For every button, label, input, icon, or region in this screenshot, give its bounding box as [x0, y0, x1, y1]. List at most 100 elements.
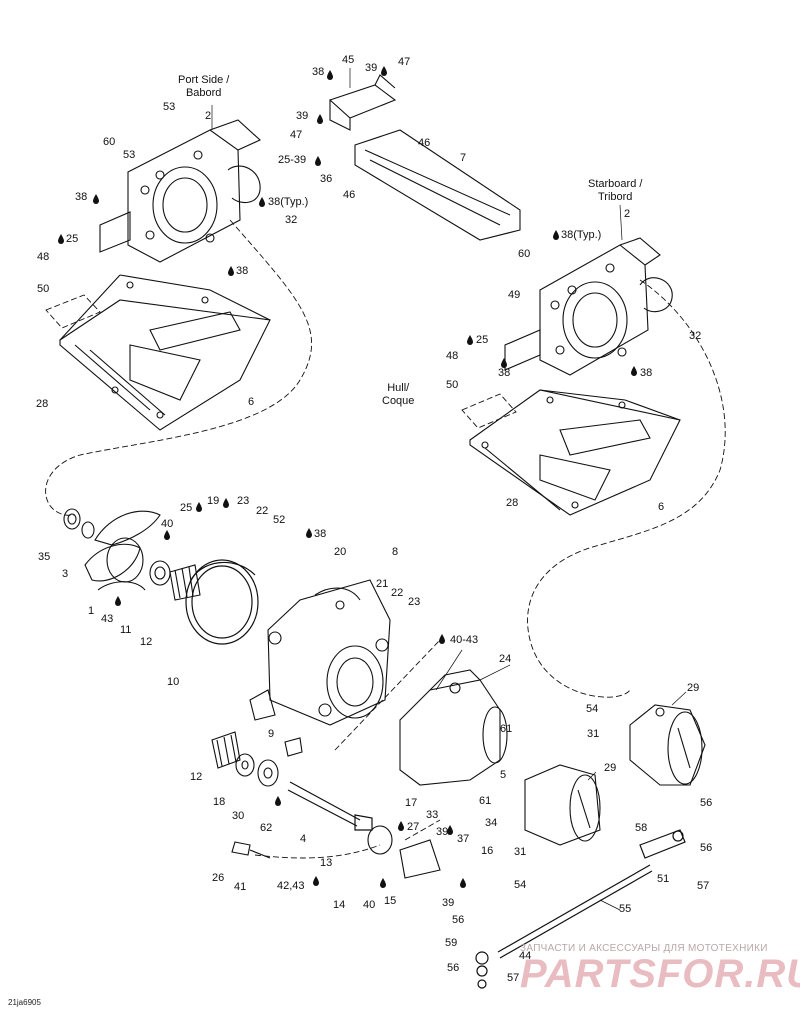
callout-58: 58 [635, 822, 648, 834]
lubricant-drop-icons [58, 66, 637, 888]
callout-28: 28 [506, 497, 519, 509]
callout-39: 39 [365, 62, 378, 74]
callout-47: 47 [398, 56, 411, 68]
callout-29: 29 [687, 682, 700, 694]
callout-41: 41 [234, 881, 247, 893]
callout-56: 56 [700, 797, 713, 809]
callout-19: 19 [207, 495, 220, 507]
port-intake-grate [59, 274, 271, 431]
callout-32: 32 [285, 214, 298, 226]
callout-56: 56 [452, 914, 465, 926]
figure-code: 21ja6905 [8, 998, 41, 1007]
callout-44: 44 [519, 950, 532, 962]
callout-25: 25 [66, 233, 79, 245]
callout-54: 54 [586, 703, 599, 715]
callout-10: 10 [167, 676, 180, 688]
callout-37: 37 [457, 833, 470, 845]
callout-8: 8 [392, 546, 399, 558]
wear-ring [185, 559, 259, 645]
port-intake-housing [99, 119, 261, 263]
callout-25-39: 25-39 [278, 154, 307, 166]
callout-12: 12 [140, 636, 153, 648]
callout-39: 39 [436, 826, 449, 838]
callout-23: 23 [408, 596, 421, 608]
starboard-intake-housing [504, 237, 673, 376]
callout-33: 33 [426, 809, 439, 821]
callout-38: 38 [498, 367, 511, 379]
callout-38-typ: 38(Typ.) [561, 229, 602, 241]
tribord-text: Tribord [597, 191, 633, 203]
callout-38: 38 [312, 66, 325, 78]
callout-11: 11 [120, 624, 132, 636]
callout-38: 38 [314, 528, 327, 540]
babord-text: Babord [185, 87, 222, 99]
port-side-label: Port Side / Babord [178, 74, 229, 100]
callout-32: 32 [689, 330, 702, 342]
callout-38: 38 [640, 367, 653, 379]
callout-55: 55 [619, 903, 632, 915]
callout-38: 38 [236, 265, 249, 277]
callout-56: 56 [447, 962, 460, 974]
callout-56: 56 [700, 842, 713, 854]
leader-lines [211, 68, 687, 911]
callout-38-typ: 38(Typ.) [268, 196, 309, 208]
callout-2: 2 [205, 110, 212, 122]
impeller [84, 510, 161, 591]
callout-1: 1 [88, 605, 95, 617]
washers-lower [231, 737, 441, 879]
callout-29: 29 [604, 762, 617, 774]
callout-15: 15 [384, 895, 397, 907]
rail-part-7 [354, 129, 521, 241]
bearing-12 [211, 731, 241, 769]
port-side-text: Port Side / [178, 74, 230, 86]
callout-21: 21 [376, 578, 389, 590]
callout-5: 5 [500, 769, 507, 781]
callout-30: 30 [232, 810, 245, 822]
callout-17: 17 [405, 797, 418, 809]
callout-53: 53 [163, 101, 176, 113]
callout-22: 22 [391, 587, 404, 599]
callout-62: 62 [260, 822, 273, 834]
callout-14: 14 [333, 899, 346, 911]
drive-shaft [287, 781, 373, 831]
washers-left [63, 508, 201, 601]
callout-27: 27 [407, 821, 420, 833]
callout-6: 6 [248, 396, 255, 408]
callout-57: 57 [507, 972, 520, 984]
callout-38: 38 [75, 191, 88, 203]
callout-47: 47 [290, 129, 303, 141]
callout-7: 7 [460, 152, 467, 164]
callout-53: 53 [123, 149, 136, 161]
callout-4: 4 [300, 833, 307, 845]
callout-49: 49 [508, 289, 521, 301]
callout-61: 61 [479, 795, 492, 807]
callout-60: 60 [103, 136, 116, 148]
callout-12: 12 [190, 771, 203, 783]
callout-46: 46 [343, 189, 356, 201]
callout-28: 28 [36, 398, 49, 410]
callout-51: 51 [657, 873, 670, 885]
callout-36: 36 [320, 173, 333, 185]
callout-52: 52 [273, 514, 286, 526]
callout-43: 43 [101, 613, 114, 625]
starboard-intake-grate [469, 389, 681, 516]
pump-housing [249, 579, 391, 726]
callout-61: 61 [500, 723, 513, 735]
callout-31: 31 [587, 728, 600, 740]
callout-40: 40 [161, 518, 174, 530]
starboard-label: Starboard / Tribord [588, 178, 642, 204]
callout-50: 50 [446, 379, 459, 391]
steering-nozzle-lower [524, 764, 601, 846]
callout-50: 50 [37, 283, 50, 295]
callout-35: 35 [38, 551, 51, 563]
steering-rod [475, 829, 686, 989]
callout-60: 60 [518, 248, 531, 260]
watermark-tagline: ЗАПЧАСТИ И АКСЕССУАРЫ ДЛЯ МОТОТЕХНИКИ [520, 943, 768, 954]
callout-26: 26 [212, 872, 225, 884]
callout-2: 2 [624, 208, 631, 220]
callout-9: 9 [268, 728, 275, 740]
callout-48: 48 [446, 350, 459, 362]
callout-23: 23 [237, 495, 250, 507]
